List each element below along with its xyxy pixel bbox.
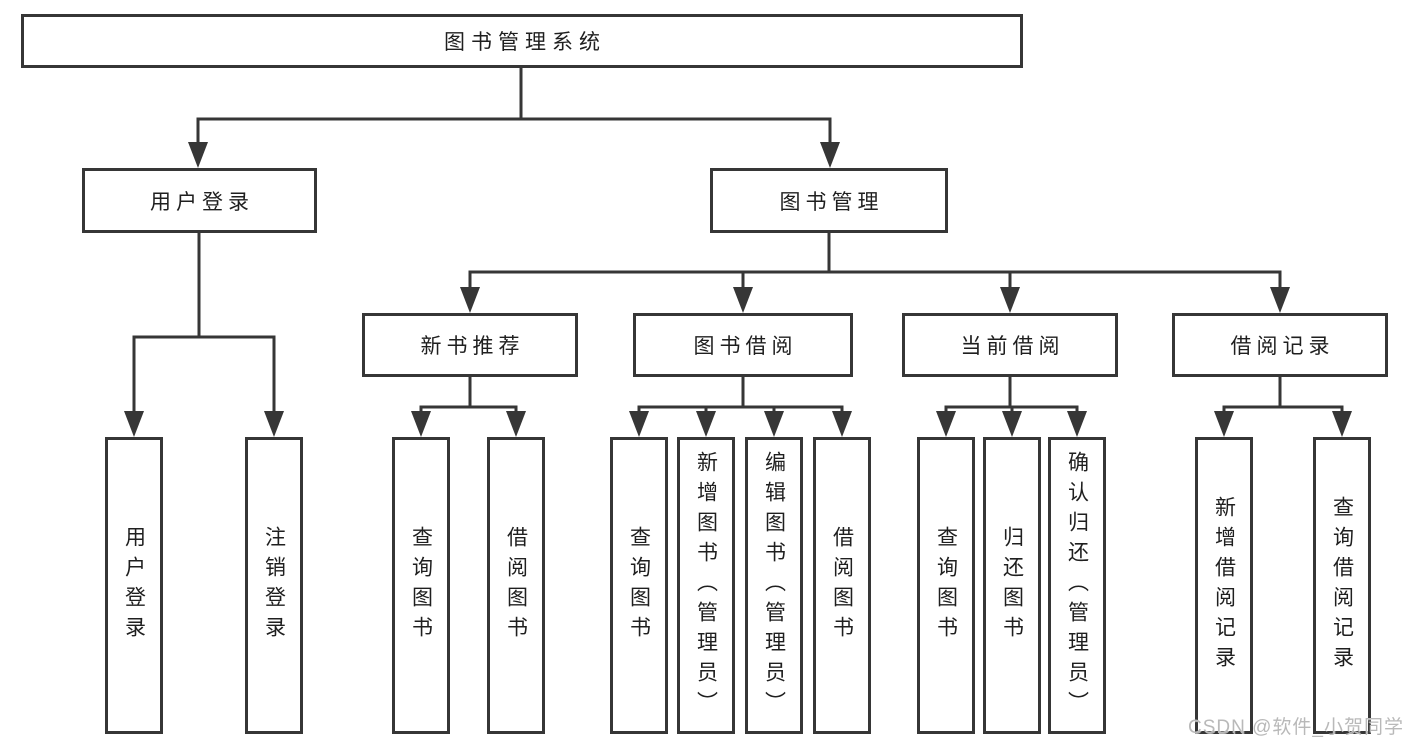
node-borrow-records-label: 借阅记录 <box>1230 335 1335 358</box>
leaf-confirm-return-admin-label: 确认归还（管理员） <box>1065 450 1089 721</box>
leaf-logout: 注销登录 <box>245 437 303 734</box>
leaf-return-book: 归还图书 <box>983 437 1041 734</box>
leaf-edit-book-admin: 编辑图书（管理员） <box>745 437 803 734</box>
leaf-query-books-borrow: 查询图书 <box>610 437 668 734</box>
leaf-user-login-label: 用户登录 <box>122 525 146 646</box>
arrowhead-icon <box>506 411 526 437</box>
arrowhead-icon <box>696 411 716 437</box>
leaf-add-borrow-record: 新增借阅记录 <box>1195 437 1253 734</box>
node-borrow-records: 借阅记录 <box>1172 313 1388 377</box>
arrowhead-icon <box>1214 411 1234 437</box>
book-management-branch-line <box>468 270 1282 290</box>
leaf-add-borrow-record-label: 新增借阅记录 <box>1212 495 1236 676</box>
leaf-return-book-label: 归还图书 <box>1000 525 1024 646</box>
arrowhead-icon <box>733 287 753 313</box>
arrowhead-icon <box>1002 411 1022 437</box>
node-book-borrow-label: 图书借阅 <box>693 335 798 358</box>
arrowhead-icon <box>1332 411 1352 437</box>
leaf-add-book-admin: 新增图书（管理员） <box>677 437 735 734</box>
arrowhead-icon <box>460 287 480 313</box>
watermark-text: CSDN @软件_小贺同学 <box>1188 717 1404 738</box>
arrowhead-icon <box>1270 287 1290 313</box>
arrowhead-icon <box>764 411 784 437</box>
arrowhead-icon <box>629 411 649 437</box>
root-branch-line <box>196 117 832 144</box>
node-user-login-label: 用户登录 <box>150 190 254 214</box>
leaf-borrow-books-label: 借阅图书 <box>830 525 854 646</box>
arrowhead-icon <box>124 411 144 437</box>
leaf-query-books-borrow-label: 查询图书 <box>627 525 651 646</box>
node-user-login: 用户登录 <box>82 168 317 233</box>
borrow-records-branch-line <box>1222 405 1344 413</box>
arrowhead-icon <box>936 411 956 437</box>
arrowhead-icon <box>1000 287 1020 313</box>
leaf-query-borrow-record: 查询借阅记录 <box>1313 437 1371 734</box>
leaf-query-books-recommend: 查询图书 <box>392 437 450 734</box>
leaf-borrow-books-recommend: 借阅图书 <box>487 437 545 734</box>
arrowheads <box>124 142 1352 437</box>
book-borrow-branch-line <box>637 405 844 413</box>
node-root: 图书管理系统 <box>21 14 1023 68</box>
leaf-confirm-return-admin: 确认归还（管理员） <box>1048 437 1106 734</box>
arrowhead-icon <box>264 411 284 437</box>
node-book-borrow: 图书借阅 <box>633 313 853 377</box>
node-new-book-recommend: 新书推荐 <box>362 313 578 377</box>
arrowhead-icon <box>820 142 840 168</box>
arrowhead-icon <box>411 411 431 437</box>
node-book-management: 图书管理 <box>710 168 948 233</box>
node-book-management-label: 图书管理 <box>779 190 884 214</box>
arrowhead-icon <box>1067 411 1087 437</box>
leaf-query-books-current: 查询图书 <box>917 437 975 734</box>
node-current-borrow: 当前借阅 <box>902 313 1118 377</box>
leaf-user-login: 用户登录 <box>105 437 163 734</box>
leaf-borrow-books-recommend-label: 借阅图书 <box>504 525 528 646</box>
node-current-borrow-label: 当前借阅 <box>960 335 1065 358</box>
arrowhead-icon <box>188 142 208 168</box>
new-book-recommend-branch-line <box>419 405 518 413</box>
node-root-label: 图书管理系统 <box>444 31 606 54</box>
leaf-edit-book-admin-label: 编辑图书（管理员） <box>762 450 786 721</box>
leaf-borrow-books: 借阅图书 <box>813 437 871 734</box>
leaf-query-books-current-label: 查询图书 <box>934 525 958 646</box>
leaf-add-book-admin-label: 新增图书（管理员） <box>694 450 718 721</box>
leaf-logout-label: 注销登录 <box>262 525 286 646</box>
leaf-query-books-recommend-label: 查询图书 <box>409 525 433 646</box>
user-login-branch-line <box>132 335 276 413</box>
arrowhead-icon <box>832 411 852 437</box>
leaf-query-borrow-record-label: 查询借阅记录 <box>1330 495 1354 676</box>
node-new-book-recommend-label: 新书推荐 <box>420 335 525 358</box>
